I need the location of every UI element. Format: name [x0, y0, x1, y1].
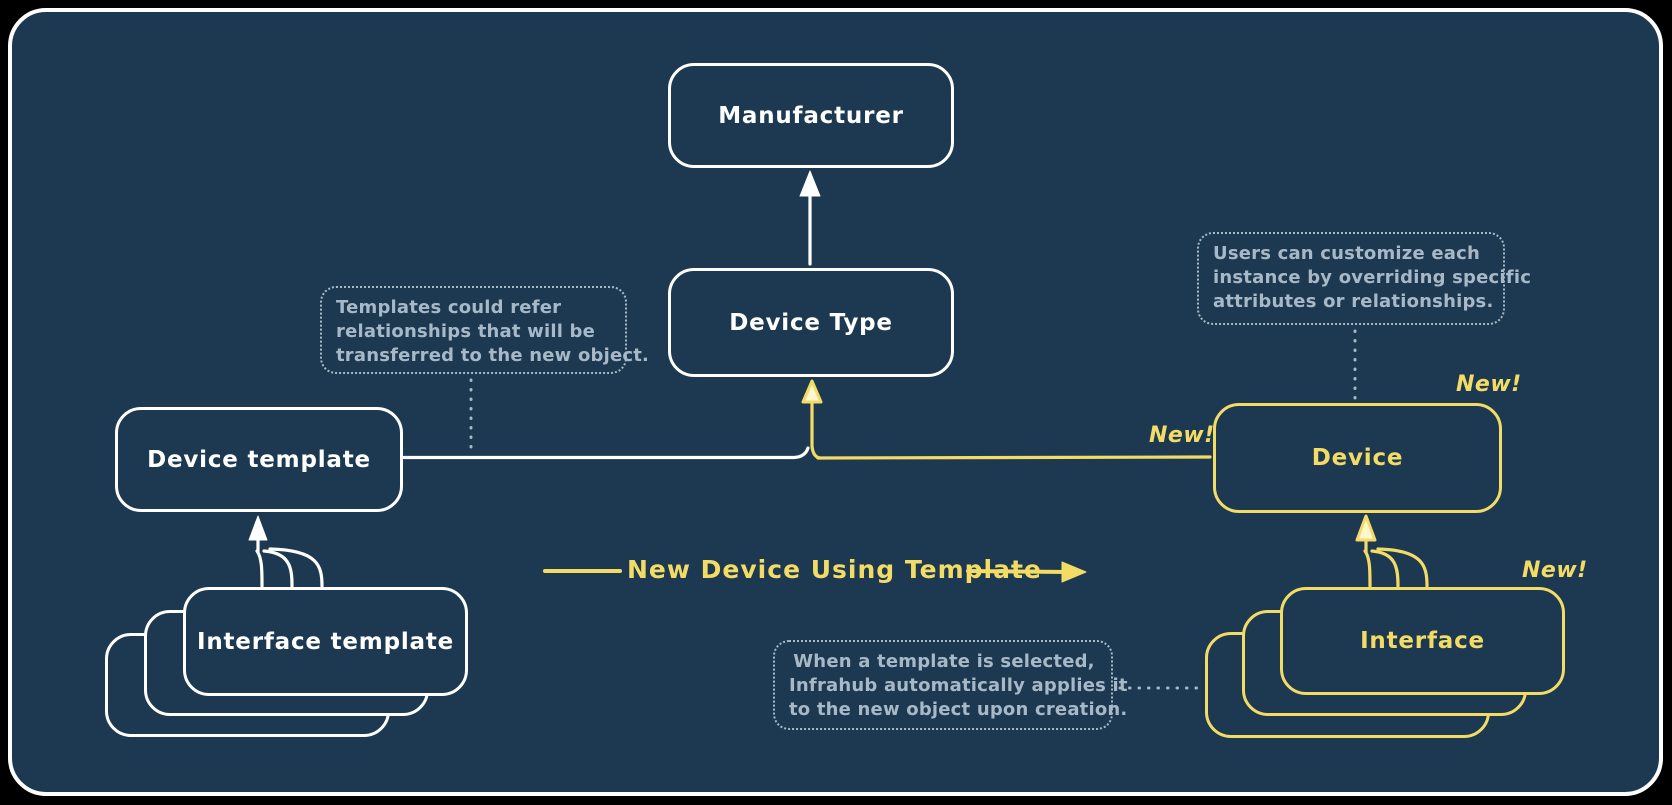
annotation-templates-note: Templates could refer relationships that… [320, 286, 650, 374]
annotation-line: instance by overriding specific [1213, 267, 1532, 288]
node-device-label: Device [1311, 445, 1404, 471]
new-badge-device-side: New! [1149, 423, 1215, 448]
annotation-line: relationships that will be [336, 321, 596, 342]
node-interface: Interface [1280, 587, 1565, 695]
node-device: Device [1213, 403, 1502, 513]
annotation-line: When a template is selected, [793, 651, 1095, 672]
annotation-line: Infrahub automatically applies it [789, 675, 1128, 696]
node-device-template: Device template [115, 407, 403, 512]
annotation-line: Users can customize each [1213, 243, 1480, 264]
node-manufacturer-label: Manufacturer [718, 102, 904, 129]
annotation-line: Templates could refer [336, 297, 562, 318]
node-interface-label: Interface [1360, 628, 1485, 654]
node-device-type-label: Device Type [729, 309, 893, 336]
new-badge-interface: New! [1522, 558, 1588, 583]
node-device-template-label: Device template [147, 446, 371, 473]
annotation-line: transferred to the new object. [336, 345, 650, 366]
node-device-type: Device Type [668, 268, 954, 377]
node-manufacturer: Manufacturer [668, 63, 954, 168]
annotation-customize-note: Users can customize each instance by ove… [1197, 232, 1532, 325]
annotation-apply-note: When a template is selected, Infrahub au… [773, 640, 1128, 730]
new-badge-device-top: New! [1456, 372, 1522, 397]
annotation-line: attributes or relationships. [1213, 291, 1494, 312]
flow-label: New Device Using Template [627, 555, 1042, 584]
node-interface-template: Interface template [183, 587, 468, 696]
annotation-line: to the new object upon creation. [789, 699, 1128, 720]
node-interface-template-label: Interface template [196, 628, 455, 655]
